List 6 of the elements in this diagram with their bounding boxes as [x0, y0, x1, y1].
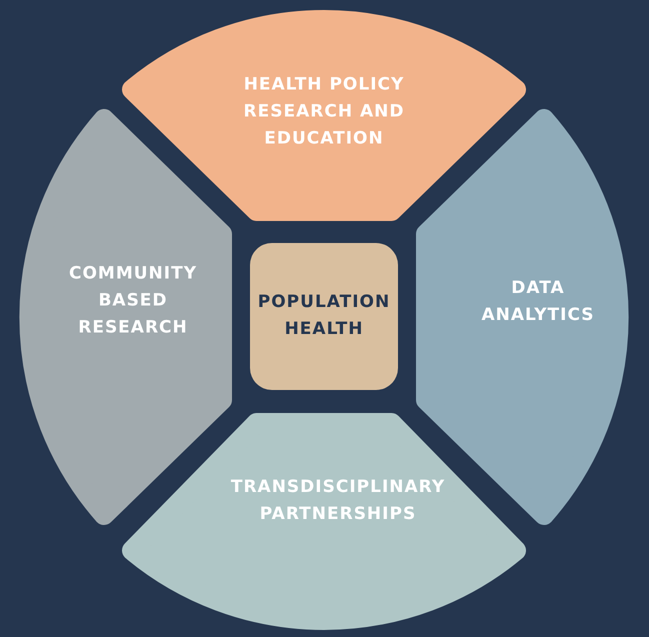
segment-label: COMMUNITY BASED RESEARCH [68, 262, 198, 340]
segment-label: DATA ANALYTICS [480, 277, 596, 327]
center-label: POPULATION HEALTH [256, 291, 392, 341]
segment-label: TRANSDISCIPLINARY PARTNERSHIPS [230, 476, 446, 526]
center-tile [250, 243, 398, 390]
segment-label: HEALTH POLICY RESEARCH AND EDUCATION [242, 74, 406, 150]
